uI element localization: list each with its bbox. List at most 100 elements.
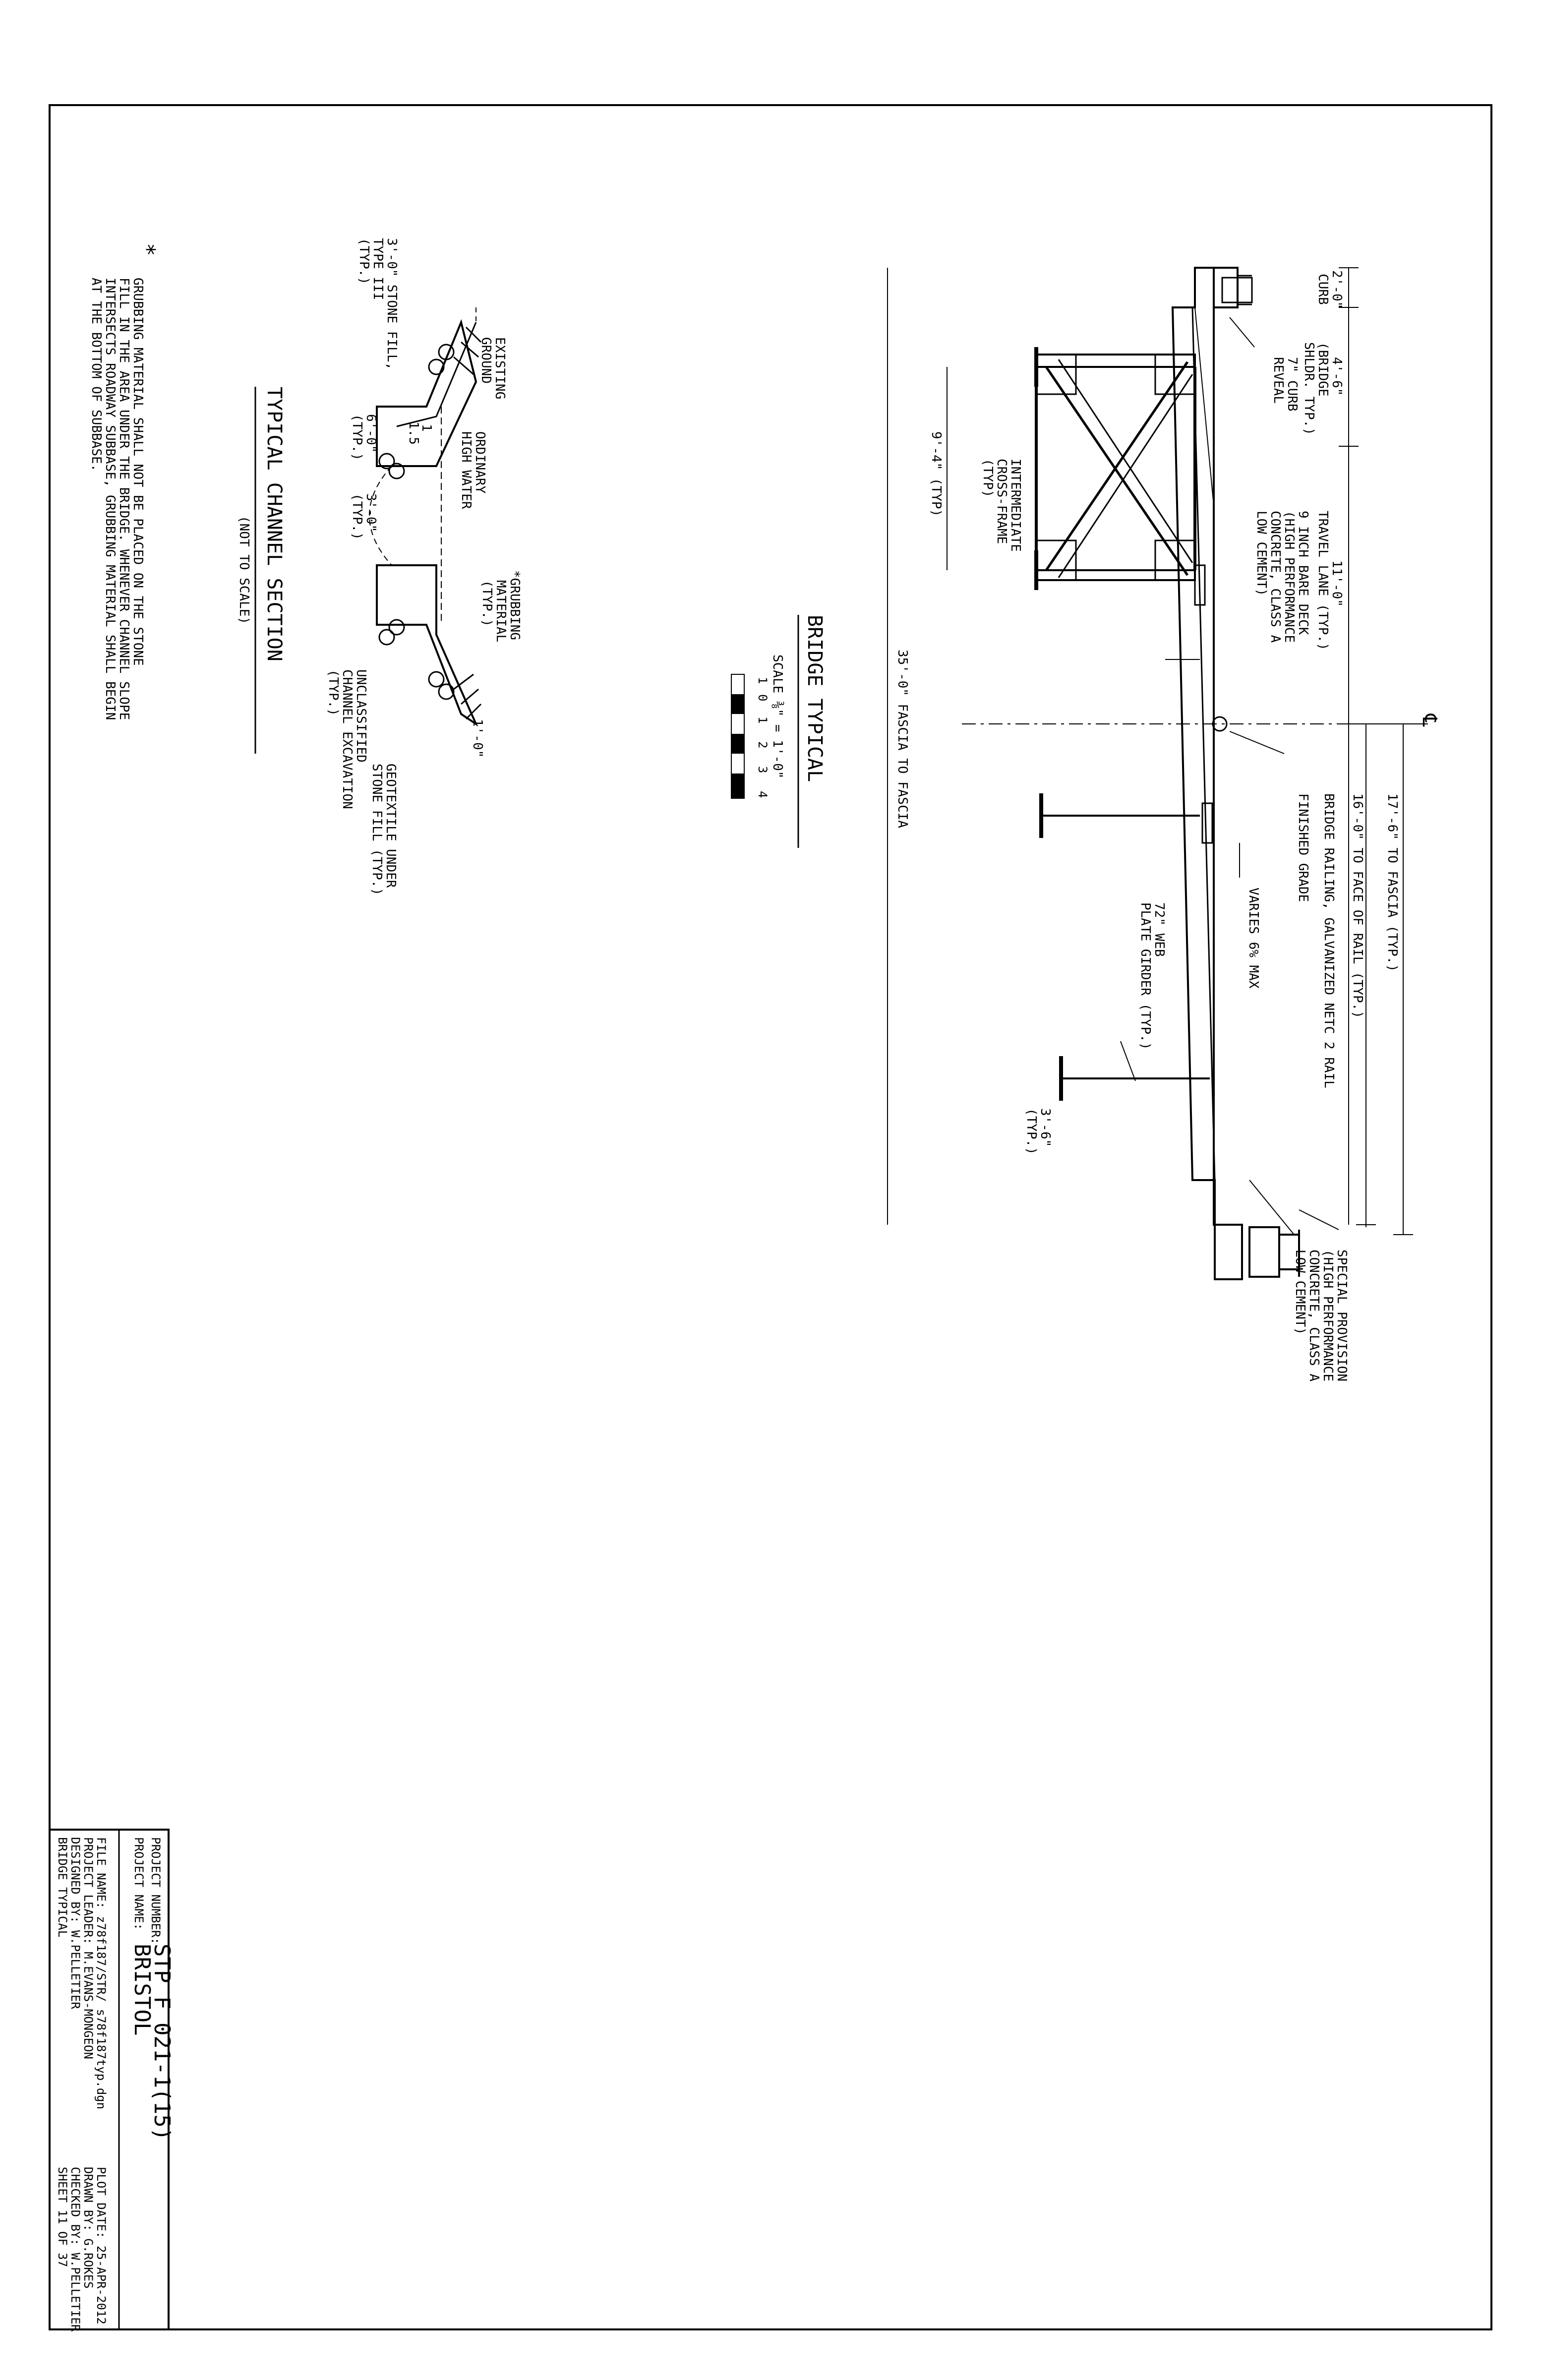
svg-text:LOW CEMENT): LOW CEMENT)	[1254, 511, 1269, 596]
label-slope-1: 1	[419, 424, 434, 432]
scale-tick-2: 0	[756, 694, 770, 701]
label-shoulder-2: SHLDR. TYP.)	[1302, 342, 1316, 435]
plate-girder-3	[1039, 793, 1213, 844]
centerline-symbol: ℄	[1418, 714, 1441, 727]
svg-text:REVEAL: REVEAL	[1271, 357, 1286, 404]
bridge-title: BRIDGE TYPICAL	[803, 615, 826, 782]
project-name-label: PROJECT NAME:	[132, 1837, 146, 1930]
plate-girder-2	[1034, 550, 1206, 606]
plate-girder-4	[1059, 1056, 1210, 1101]
dim-half-to-fascia: 17'-6" TO FASCIA (TYP.)	[1385, 793, 1400, 972]
label-stone-fill-3: (TYP.)	[356, 238, 371, 285]
right-stone-fill	[376, 564, 482, 727]
svg-text:9 INCH BARE DECK: 9 INCH BARE DECK	[1296, 511, 1310, 635]
scale-tick-5: 3	[756, 766, 770, 773]
channel-invert	[369, 466, 392, 566]
note-deck: 9 INCH BARE DECK (HIGH PERFORMANCE CONCR…	[1165, 511, 1310, 660]
svg-text:CONCRETE, CLASS A: CONCRETE, CLASS A	[1306, 1250, 1321, 1381]
note-cross-frame: INTERMEDIATE CROSS-FRAME (TYP)	[980, 459, 1023, 552]
right-bridge-rail	[1248, 1226, 1300, 1278]
checked-by: CHECKED BY: W.PELLETIER	[68, 2167, 82, 2332]
label-six-ft-1: 6'-0"	[363, 414, 378, 453]
sheet-border	[49, 104, 1492, 2330]
title-block-frame	[49, 1829, 170, 2330]
dim-shoulder-width: 4'-6"	[1329, 357, 1344, 396]
dim-travel-lane: 11'-0"	[1329, 560, 1344, 607]
left-stone-fill	[376, 319, 482, 479]
footnote-line-1: GRUBBING MATERIAL SHALL NOT BE PLACED ON…	[130, 278, 145, 666]
designed-by: DESIGNED BY: W.PELLETIER	[68, 1837, 82, 2009]
label-six-ft-2: (TYP.)	[350, 414, 364, 461]
scale-label: SCALE ⅜" = 1'-0"	[770, 654, 785, 778]
svg-text:VARIES 6% MAX: VARIES 6% MAX	[1246, 888, 1261, 989]
footnote-line-2: FILL IN THE AREA UNDER THE BRIDGE. WHENE…	[117, 278, 131, 720]
scale-tick-4: 2	[756, 741, 770, 748]
scale-bar	[731, 674, 745, 799]
typical-channel-section: EXISTING GROUND ORDINARY HIGH WATER *GRU…	[89, 238, 522, 895]
label-three-ft-1: 3'-0"	[363, 493, 378, 532]
footnote-line-3: INTERSECTS ROADWAY SUBBASE, GRUBBING MAT…	[103, 278, 118, 720]
svg-text:INTERMEDIATE: INTERMEDIATE	[1008, 459, 1023, 552]
label-geotextile-2: STONE FILL (TYP.)	[369, 764, 384, 895]
note-special-provision: SPECIAL PROVISION (HIGH PERFORMANCE CONC…	[1249, 1180, 1349, 1381]
drawn-by: DRAWN BY: G.ROKES	[81, 2167, 95, 2289]
title-block: PROJECT NAME: BRISTOL PROJECT NUMBER: ST…	[49, 1829, 175, 2332]
svg-text:(HIGH PERFORMANCE: (HIGH PERFORMANCE	[1320, 1250, 1335, 1381]
crown-point	[1212, 716, 1228, 732]
label-grubbing-3: (TYP.)	[479, 580, 494, 627]
project-leader: PROJECT LEADER: M.EVANS-MONGEON	[81, 1837, 95, 2059]
plate-girder-1	[1034, 347, 1195, 387]
label-three-ft-2: (TYP.)	[350, 493, 364, 540]
footnote-line-4: AT THE BOTTOM OF SUBBASE.	[89, 278, 104, 472]
label-unclassified-1: UNCLASSIFIED	[354, 669, 368, 763]
note-curb-reveal: 7" CURB REVEAL	[1229, 317, 1300, 412]
svg-text:7" CURB: 7" CURB	[1285, 357, 1300, 412]
left-curb	[1213, 267, 1253, 308]
project-number-label: PROJECT NUMBER:	[149, 1837, 163, 1945]
label-ordinary-high-water-1: ORDINARY	[473, 431, 487, 494]
dim-half-to-rail: 16'-0" TO FACE OF RAIL (TYP.)	[1350, 793, 1365, 1018]
note-slope: VARIES 6% MAX	[1239, 843, 1261, 989]
svg-text:(HIGH PERFORMANCE: (HIGH PERFORMANCE	[1282, 511, 1297, 643]
footnote-star: *	[134, 243, 160, 256]
deck-top-surface	[1194, 307, 1214, 1225]
dim-girder-spacing: 9'-4" (TYP)	[929, 431, 944, 517]
dimension-lines-top	[1339, 267, 1428, 1235]
label-ordinary-high-water-2: HIGH WATER	[459, 431, 474, 509]
channel-subtitle: (NOT TO SCALE)	[237, 516, 251, 624]
label-slope-15: 1.5	[406, 421, 421, 445]
sheet-number: SHEET 11 OF 37	[56, 2167, 69, 2267]
svg-text:FINISHED GRADE: FINISHED GRADE	[1296, 793, 1310, 902]
label-geotextile-1: GEOTEXTILE UNDER	[383, 764, 398, 888]
dim-fascia-to-fascia: 35'-0" FASCIA TO FASCIA	[895, 650, 910, 828]
note-finished-grade: FINISHED GRADE	[1229, 731, 1310, 902]
scale-tick-3: 1	[756, 716, 770, 723]
label-existing-ground-2: GROUND	[478, 337, 493, 384]
note-bridge-rail: BRIDGE RAILING, GALVANIZED NETC 2 RAIL	[1299, 793, 1339, 1230]
plot-date: PLOT DATE: 25-APR-2012	[94, 2167, 108, 2324]
scale-tick-1: 1	[756, 677, 770, 684]
svg-text:SPECIAL PROVISION: SPECIAL PROVISION	[1334, 1250, 1349, 1381]
project-name: BRISTOL	[129, 1944, 155, 2035]
bridge-typical-section: 2'-0" CURB 4'-6" (BRIDGE SHLDR. TYP.) 11…	[731, 267, 1441, 1381]
label-unclassified-2: CHANNEL EXCAVATION	[340, 669, 355, 809]
svg-text:(TYP): (TYP)	[980, 459, 995, 497]
label-shoulder-1: (BRIDGE	[1315, 342, 1330, 397]
label-stone-fill-2: TYPE III	[370, 238, 385, 300]
label-grubbing-2: MATERIAL	[493, 580, 508, 642]
svg-text:CONCRETE, CLASS A: CONCRETE, CLASS A	[1268, 511, 1283, 643]
project-number: STP F 021-1(15)	[149, 1944, 175, 2141]
dim-overhang-typ: (TYP.)	[1024, 1108, 1039, 1155]
svg-text:LOW CEMENT): LOW CEMENT)	[1293, 1250, 1307, 1335]
dim-curb-width: 2'-0"	[1329, 270, 1344, 309]
label-travel-lane: TRAVEL LANE (TYP.)	[1315, 511, 1330, 651]
svg-text:PLATE GIRDER (TYP.): PLATE GIRDER (TYP.)	[1138, 902, 1153, 1050]
note-girder: 72" WEB PLATE GIRDER (TYP.)	[1120, 902, 1167, 1081]
bridge-deck	[1171, 267, 1243, 1280]
label-curb: CURB	[1315, 274, 1330, 305]
sheet-title: BRIDGE TYPICAL	[56, 1837, 69, 1937]
svg-text:72" WEB: 72" WEB	[1152, 902, 1167, 957]
intermediate-cross-frame	[1035, 354, 1196, 581]
label-one-ft: 1'-0"	[470, 719, 485, 758]
dim-overhang: 3'-6"	[1038, 1108, 1053, 1147]
